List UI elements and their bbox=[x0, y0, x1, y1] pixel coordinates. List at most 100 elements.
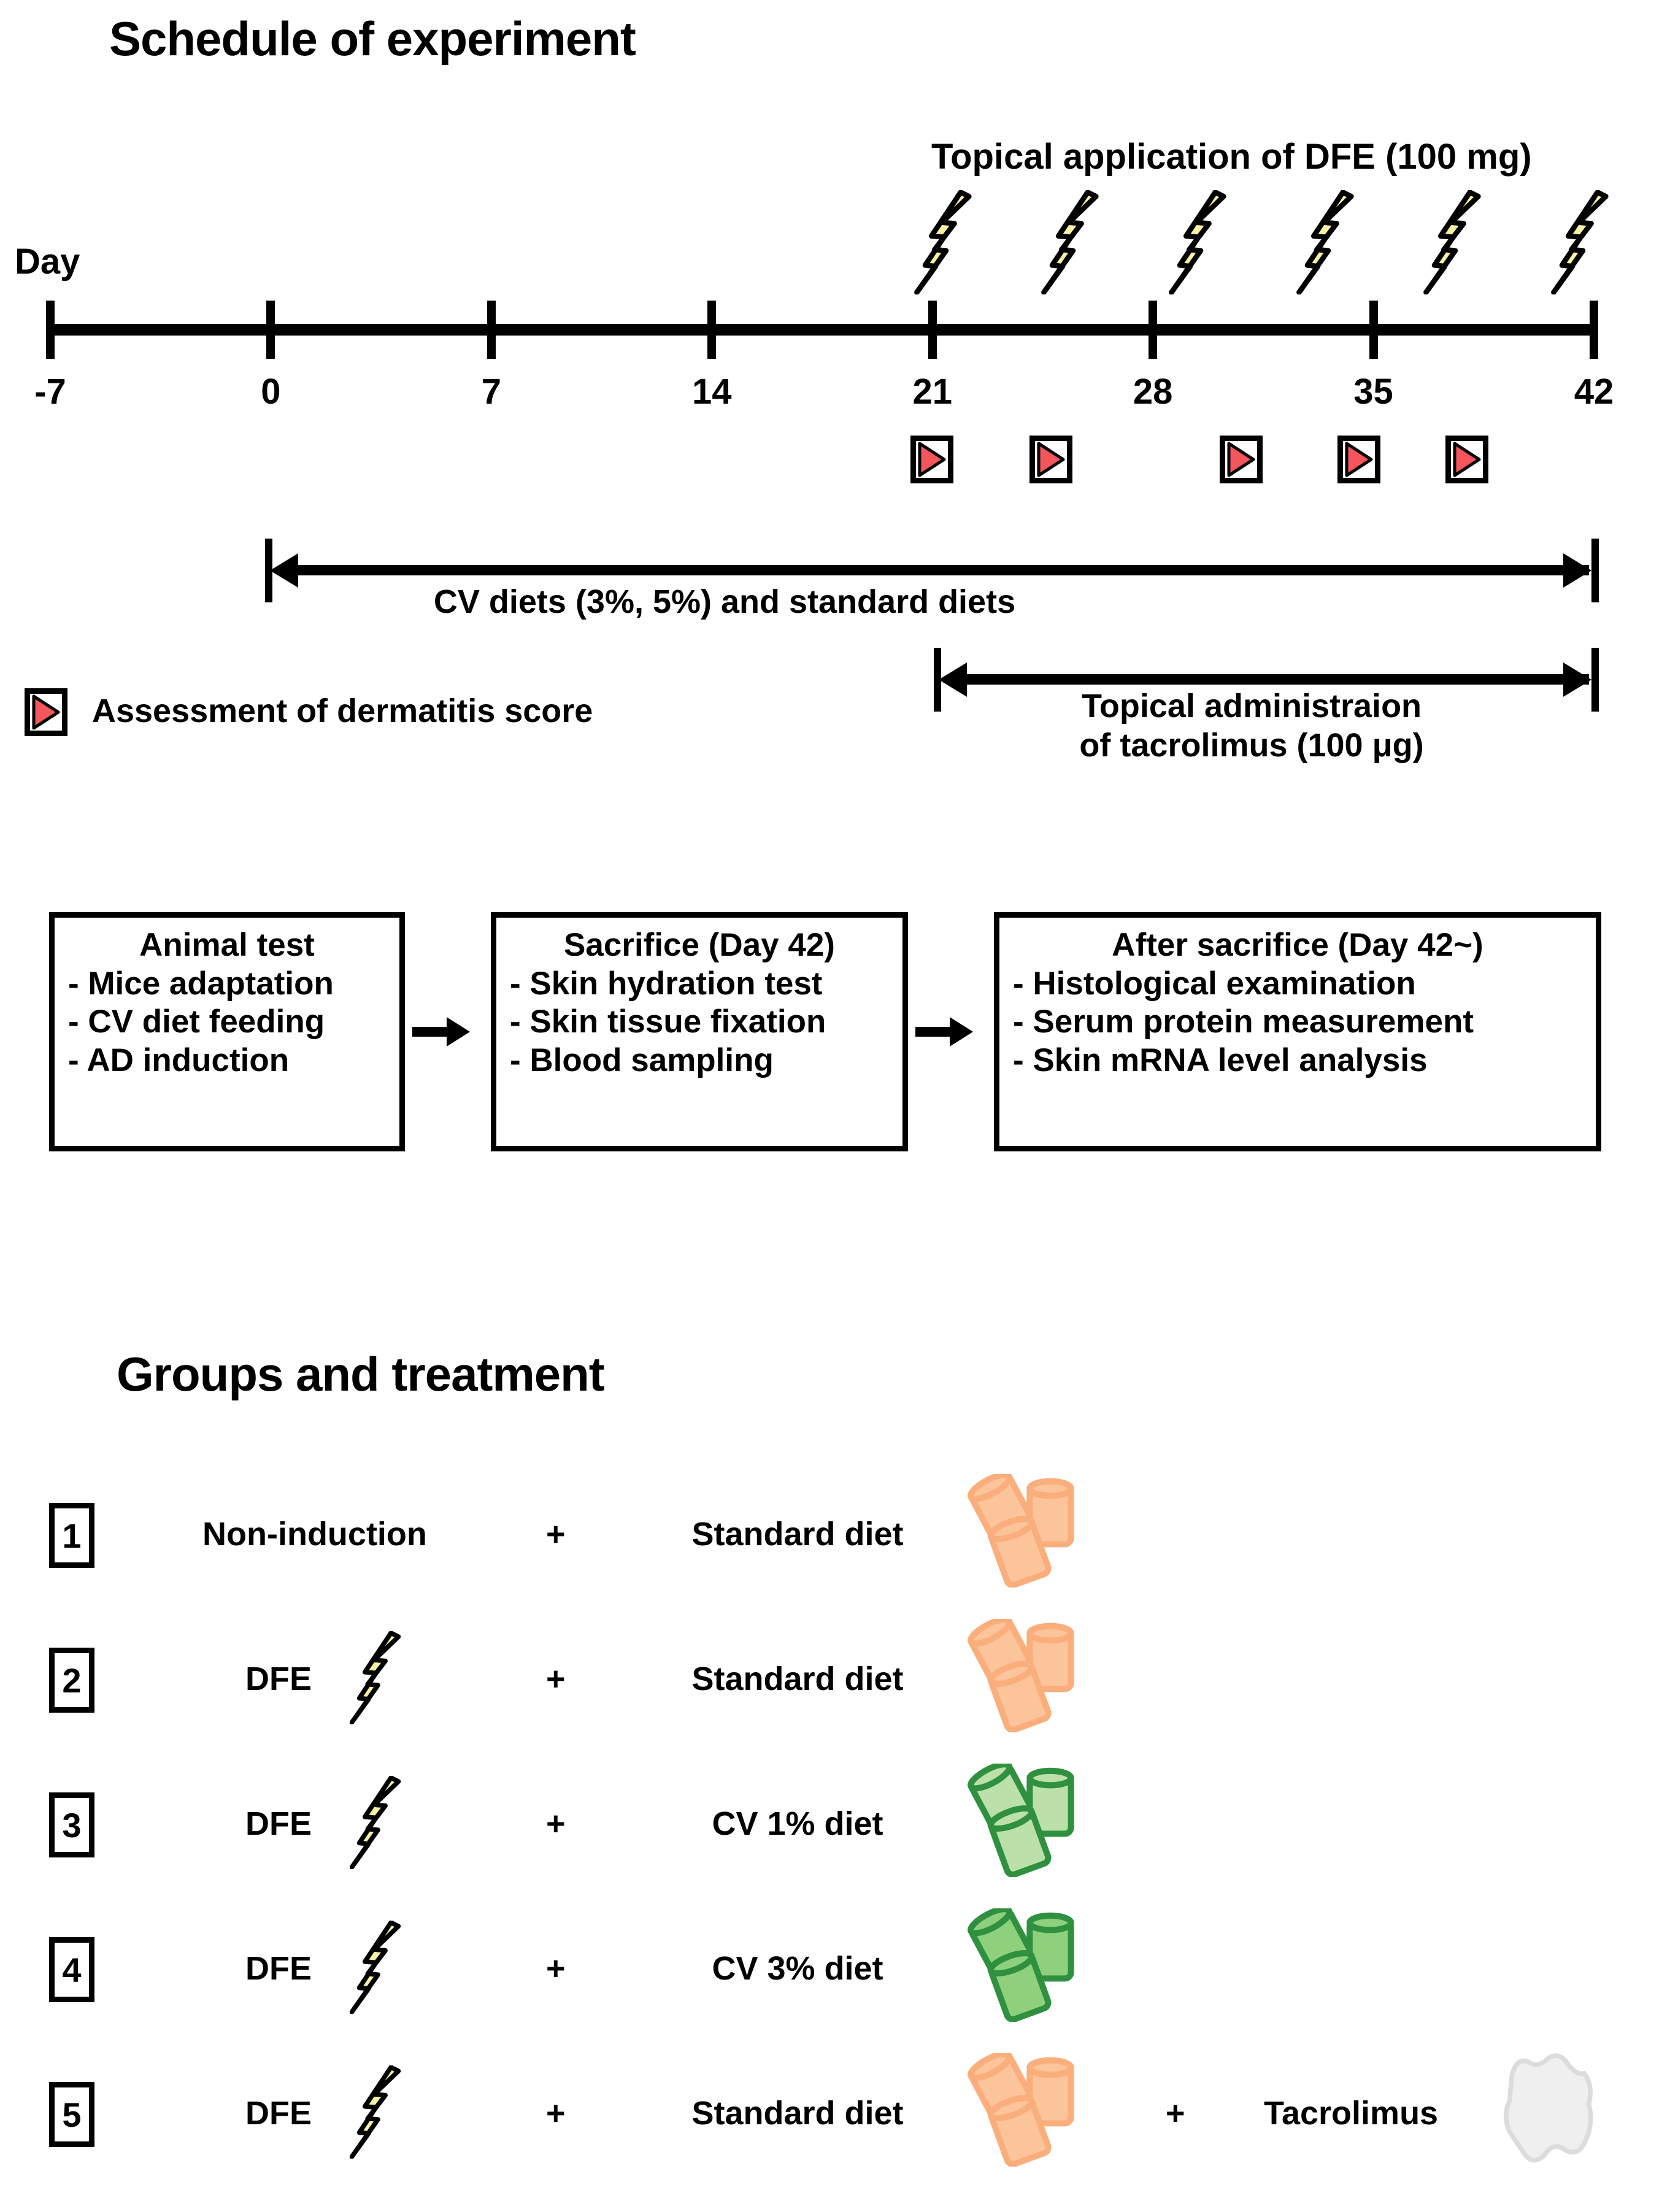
tacrolimus-range-label: Topical administraion of tacrolimus (100… bbox=[1037, 687, 1466, 765]
group-induction-label: DFE bbox=[245, 1950, 312, 1987]
diet-range-label-text: CV diets (3%, 5%) and standard diets bbox=[433, 583, 1016, 620]
group-diet-label: Standard diet bbox=[691, 1661, 904, 1697]
timeline-day-label-7: 7 bbox=[481, 372, 501, 412]
tacrolimus-range-arrowhead-right bbox=[1563, 662, 1591, 697]
group-induction-label: DFE bbox=[245, 1661, 312, 1697]
diet-range-arrowhead-left bbox=[270, 553, 298, 588]
timeline-tick-0 bbox=[266, 301, 275, 359]
group-diet-label: CV 1% diet bbox=[712, 1805, 883, 1842]
dfe-bolt-icon bbox=[1296, 190, 1360, 294]
flow-box-heading: Animal test bbox=[139, 927, 315, 963]
diet-range-bar bbox=[290, 565, 1589, 575]
flow-box-item: - Skin mRNA level analysis bbox=[1013, 1042, 1428, 1078]
timeline-day-label-35: 35 bbox=[1353, 372, 1393, 412]
dermatitis-score-marker bbox=[910, 436, 953, 483]
group-diet-label: Standard diet bbox=[691, 1516, 904, 1553]
timeline-tick-7 bbox=[487, 301, 496, 359]
timeline-day-label-28: 28 bbox=[1133, 372, 1173, 412]
group-row: 3 DFE + CV 1% diet bbox=[0, 1764, 1670, 1895]
flow-arrow-icon bbox=[412, 1013, 471, 1050]
group-row: 5 DFE + Standard diet + Tacrolimus bbox=[0, 2053, 1670, 2185]
flow-box-item: - CV diet feeding bbox=[68, 1004, 325, 1040]
group-plus-symbol: + bbox=[546, 1516, 566, 1553]
dfe-bolt-icon bbox=[350, 1776, 406, 1869]
flow-box: Animal test- Mice adaptation- CV diet fe… bbox=[49, 912, 405, 1151]
group-extra-plus-symbol: + bbox=[1166, 2095, 1185, 2132]
flow-box-item: - Blood sampling bbox=[510, 1042, 774, 1078]
flow-box: After sacrifice (Day 42~)- Histological … bbox=[994, 912, 1601, 1151]
dfe-bolt-icon bbox=[1423, 190, 1487, 294]
flow-box-heading: Sacrifice (Day 42) bbox=[564, 927, 835, 963]
timeline-tick-35 bbox=[1369, 301, 1378, 359]
diet-range-cap-right bbox=[1591, 539, 1599, 602]
diet-pellet-icon bbox=[963, 1764, 1092, 1877]
group-number-badge: 4 bbox=[49, 1937, 94, 2002]
dfe-bolt-icon bbox=[1169, 190, 1233, 294]
tacrolimus-range-bar bbox=[958, 674, 1589, 685]
diet-pellet-icon bbox=[963, 1474, 1092, 1588]
group-diet-label: CV 3% diet bbox=[712, 1950, 883, 1987]
tacrolimus-label-line2: of tacrolimus (100 μg) bbox=[1079, 726, 1424, 764]
timeline-tick-14 bbox=[707, 301, 717, 359]
tacrolimus-range-cap-right bbox=[1591, 648, 1599, 712]
page-title-groups: Groups and treatment bbox=[117, 1347, 605, 1401]
dfe-bolt-icon bbox=[350, 2065, 406, 2159]
ointment-icon bbox=[1485, 2050, 1614, 2167]
timeline-day-label--7: -7 bbox=[34, 372, 66, 412]
group-row: 2 DFE + Standard diet bbox=[0, 1619, 1670, 1751]
day-axis-label: Day bbox=[15, 242, 80, 282]
timeline-tick--7 bbox=[46, 301, 55, 359]
diet-range-label: CV diets (3%, 5%) and standard diets bbox=[0, 583, 1670, 621]
flow-box-item: - Skin hydration test bbox=[510, 965, 823, 1002]
dermatitis-score-legend-label: Assessment of dermatitis score bbox=[92, 693, 593, 729]
dermatitis-score-marker bbox=[1445, 436, 1488, 483]
diet-pellet-icon bbox=[963, 2053, 1092, 2167]
flow-box-heading: After sacrifice (Day 42~) bbox=[1112, 927, 1483, 963]
group-diet-label: Standard diet bbox=[691, 2095, 904, 2132]
dermatitis-score-marker bbox=[1029, 436, 1072, 483]
timeline-day-label-0: 0 bbox=[261, 372, 281, 412]
group-number-badge: 5 bbox=[49, 2082, 94, 2147]
diet-range-arrowhead-right bbox=[1563, 553, 1591, 588]
timeline-day-label-21: 21 bbox=[912, 372, 952, 412]
dfe-bolt-icon bbox=[350, 1921, 406, 2014]
group-plus-symbol: + bbox=[546, 1950, 566, 1987]
flow-box-item: - Histological examination bbox=[1013, 965, 1416, 1002]
dermatitis-score-marker bbox=[1220, 436, 1263, 483]
flow-arrow-icon bbox=[915, 1013, 974, 1050]
group-number-badge: 3 bbox=[49, 1792, 94, 1857]
timeline-tick-42 bbox=[1590, 301, 1598, 359]
group-induction-label: DFE bbox=[245, 2095, 312, 2132]
diet-pellet-icon bbox=[963, 1908, 1092, 2022]
timeline-axis bbox=[46, 324, 1598, 336]
dermatitis-score-legend-icon bbox=[25, 688, 67, 736]
group-plus-symbol: + bbox=[546, 1805, 566, 1842]
dermatitis-score-marker bbox=[1337, 436, 1380, 483]
timeline-day-label-14: 14 bbox=[692, 372, 732, 412]
dfe-bolt-icon bbox=[350, 1631, 406, 1724]
group-tacrolimus-label: Tacrolimus bbox=[1264, 2095, 1439, 2132]
dfe-bolt-icon bbox=[1551, 190, 1615, 294]
timeline-tick-28 bbox=[1149, 301, 1158, 359]
group-induction-label: DFE bbox=[245, 1805, 312, 1842]
flow-box-item: - Serum protein measurement bbox=[1013, 1004, 1474, 1040]
flow-box: Sacrifice (Day 42)- Skin hydration test-… bbox=[491, 912, 908, 1151]
diet-pellet-icon bbox=[963, 1619, 1092, 1732]
timeline-tick-21 bbox=[928, 301, 937, 359]
group-row: 1 Non-induction + Standard diet bbox=[0, 1474, 1670, 1606]
flow-box-item: - Skin tissue fixation bbox=[510, 1004, 826, 1040]
group-plus-symbol: + bbox=[546, 1661, 566, 1697]
flow-box-item: - AD induction bbox=[68, 1042, 290, 1078]
tacrolimus-range-arrowhead-left bbox=[939, 662, 967, 697]
group-number-badge: 2 bbox=[49, 1648, 94, 1713]
group-number-badge: 1 bbox=[49, 1503, 94, 1568]
group-row: 4 DFE + CV 3% diet bbox=[0, 1908, 1670, 2040]
dfe-bolt-icon bbox=[914, 190, 978, 294]
tacrolimus-label-line1: Topical administraion bbox=[1081, 688, 1422, 724]
group-induction-label: Non-induction bbox=[202, 1516, 427, 1553]
flow-box-item: - Mice adaptation bbox=[68, 965, 334, 1002]
dfe-bolt-icon bbox=[1041, 190, 1105, 294]
dfe-application-caption: Topical application of DFE (100 mg) bbox=[931, 137, 1532, 177]
group-plus-symbol: + bbox=[546, 2095, 566, 2132]
page-title-schedule: Schedule of experiment bbox=[109, 12, 636, 66]
